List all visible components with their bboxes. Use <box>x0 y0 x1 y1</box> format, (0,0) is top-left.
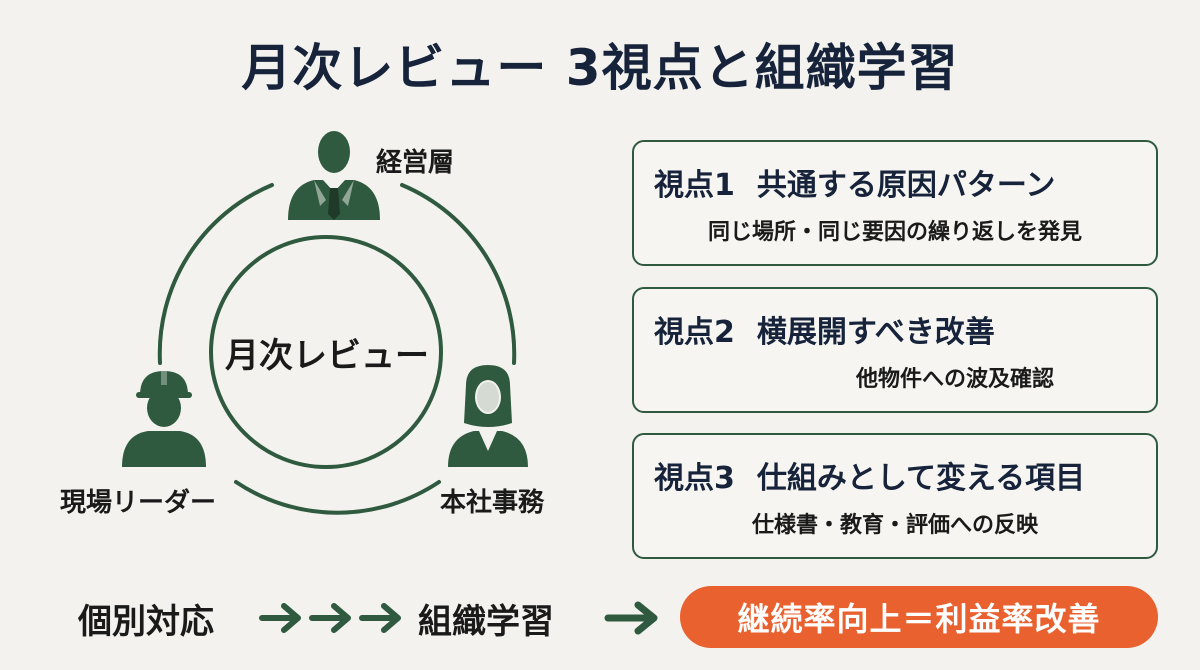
view-card-heading: 視点2 横展開すべき改善 <box>654 307 995 351</box>
view-detail: 他物件への波及確認 <box>855 367 1054 392</box>
cycle-arc-top-left <box>157 183 274 365</box>
center-circle <box>209 235 443 469</box>
triple-arrow-icon <box>259 603 401 633</box>
view-card-heading: 視点3 仕組みとして変える項目 <box>654 453 1085 497</box>
field-leader-label: 現場リーダー <box>60 488 217 518</box>
view-title: 横展開すべき改善 <box>756 315 995 350</box>
page-title: 月次レビュー 3視点と組織学習 <box>241 39 959 97</box>
view-number: 視点1 <box>654 168 735 203</box>
office-staff-label: 本社事務 <box>440 488 545 518</box>
view-card-2: 視点2 横展開すべき改善 他物件への波及確認 <box>632 287 1158 413</box>
cycle-arc-top-right <box>400 183 517 365</box>
view-title: 仕組みとして変える項目 <box>756 461 1086 496</box>
office-staff-icon <box>448 365 528 467</box>
result-label: 継続率向上＝利益率改善 <box>737 600 1101 638</box>
view-number: 視点3 <box>654 461 735 496</box>
flow-from-label: 個別対応 <box>78 602 214 642</box>
executive-icon <box>288 131 380 220</box>
view-card-1: 視点1 共通する原因パターン 同じ場所・同じ要因の繰り返しを発見 <box>632 140 1158 266</box>
view-detail: 同じ場所・同じ要因の繰り返しを発見 <box>707 220 1082 245</box>
view-number: 視点2 <box>654 315 735 350</box>
field-leader-icon <box>122 371 206 467</box>
review-cycle-diagram <box>122 131 528 515</box>
arrow-right-icon <box>604 601 658 635</box>
cycle-arc-bottom <box>234 480 441 515</box>
view-card-heading: 視点1 共通する原因パターン <box>654 160 1055 204</box>
flow-to-label: 組織学習 <box>418 602 554 642</box>
result-badge: 継続率向上＝利益率改善 <box>680 586 1158 648</box>
view-title: 共通する原因パターン <box>756 168 1056 203</box>
executive-label: 経営層 <box>376 148 455 178</box>
center-label: 月次レビュー <box>225 336 429 376</box>
view-detail: 仕様書・教育・評価への反映 <box>751 513 1038 538</box>
view-card-3: 視点3 仕組みとして変える項目 仕様書・教育・評価への反映 <box>632 433 1158 559</box>
